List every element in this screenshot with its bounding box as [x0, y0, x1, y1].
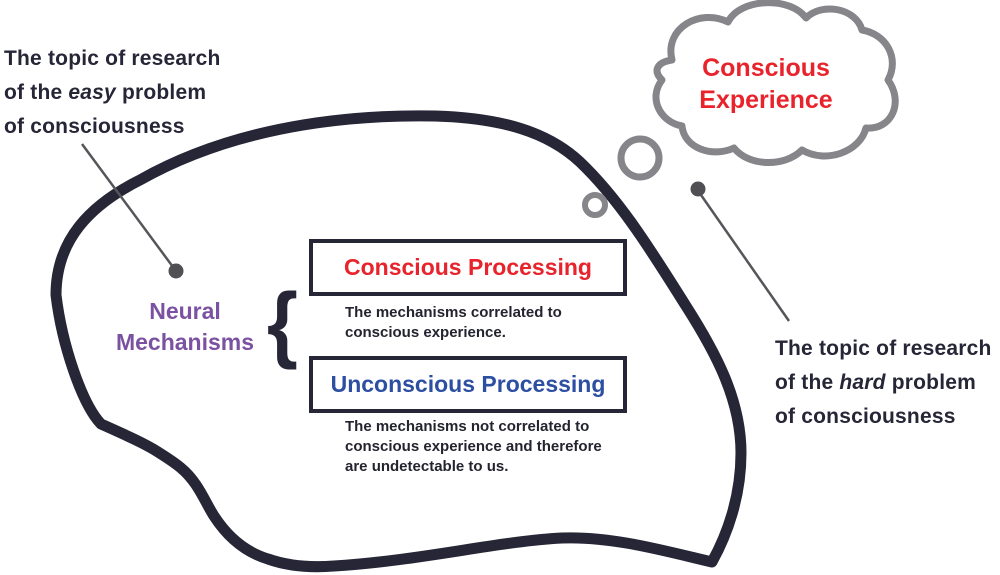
brace: {	[266, 276, 298, 370]
easy-word-italic: easy	[68, 81, 116, 104]
easy-problem-note-line3: of consciousness	[4, 115, 185, 138]
cloud-text-line2: Experience	[699, 86, 833, 114]
neural-label-line2: Mechanisms	[115, 329, 255, 355]
easy-problem-note-line1: The topic of research	[4, 47, 221, 70]
thought-trail-circle-large	[617, 135, 663, 181]
unconscious-processing-box: Unconscious Processing	[309, 356, 627, 413]
conscious-processing-caption: The mechanisms correlated to conscious e…	[345, 304, 562, 341]
unconscious-processing-caption: The mechanisms not correlated to conscio…	[345, 418, 602, 475]
hard-problem-note: The topic of research of the hard proble…	[775, 332, 992, 434]
hard-problem-pointer-line	[699, 194, 791, 322]
hard-problem-pointer-dot	[690, 181, 706, 197]
easy-problem-note: The topic of research of the easy proble…	[4, 42, 221, 144]
neural-label-line1: Neural	[149, 298, 221, 324]
cloud-text-line1: Conscious	[702, 54, 830, 82]
easy-problem-note-line2: of the easy problem	[4, 81, 207, 104]
thought-trail-circle-small	[582, 192, 608, 218]
conscious-processing-title: Conscious Processing	[344, 254, 592, 280]
hard-problem-note-line1: The topic of research	[775, 337, 992, 360]
thought-cloud-text: Conscious Experience	[666, 52, 866, 116]
unconscious-processing-title: Unconscious Processing	[330, 371, 606, 397]
thought-cloud	[652, 0, 899, 166]
hard-word-italic: hard	[839, 371, 886, 394]
easy-problem-pointer-dot	[168, 263, 184, 279]
hard-problem-note-line3: of consciousness	[775, 405, 956, 428]
neural-mechanisms-label: Neural Mechanisms	[100, 296, 270, 358]
hard-problem-note-line2: of the hard problem	[775, 371, 976, 394]
easy-problem-pointer-line	[80, 143, 175, 268]
brain-outline	[50, 110, 747, 573]
conscious-processing-box: Conscious Processing	[309, 239, 627, 296]
